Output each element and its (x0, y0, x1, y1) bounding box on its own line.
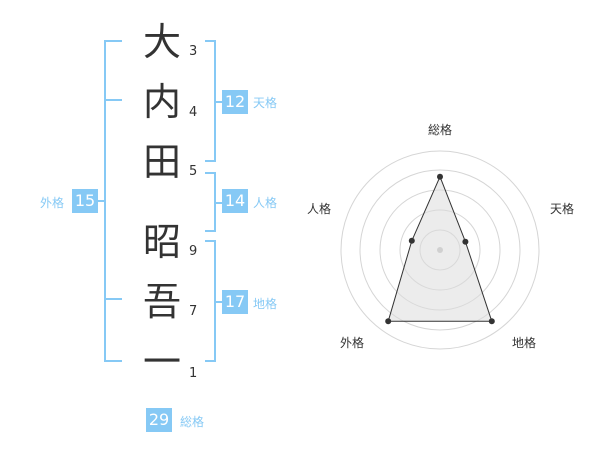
gaikaku-value-badge: 15 (72, 189, 98, 213)
stroke-count-4: 9 (189, 244, 198, 259)
radar-point-jinkaku (408, 237, 415, 244)
kanji-char-3: 田 (142, 140, 181, 184)
jinkaku-bracket-tick (216, 202, 222, 204)
kanji-char-6: 一 (142, 340, 181, 384)
radar-center-dot (437, 247, 443, 253)
radar-ring-4 (359, 169, 521, 331)
gaikaku-bracket (104, 40, 122, 362)
radar-point-chikaku (488, 318, 495, 325)
tenkaku-value-badge: 12 (222, 90, 248, 114)
chikaku-label: 地格 (253, 297, 278, 311)
stroke-count-5: 7 (189, 304, 198, 319)
tenkaku-bracket-tick (216, 101, 222, 103)
kanji-char-5: 吾 (142, 280, 181, 324)
radar-label-chikaku: 地格 (512, 335, 536, 350)
radar-label-tenkaku: 天格 (550, 201, 574, 216)
stroke-count-2: 4 (189, 105, 198, 120)
chikaku-bracket (205, 240, 216, 362)
stroke-count-1: 3 (189, 44, 198, 59)
gaikaku-bracket-outer-tick (98, 200, 104, 202)
chikaku-value-badge: 17 (222, 290, 248, 314)
tenkaku-label: 天格 (253, 96, 278, 110)
chikaku-bracket-tick (216, 301, 222, 303)
gaikaku-bracket-tick-upper (104, 99, 122, 101)
radar-point-gaikaku (385, 318, 392, 325)
gaikaku-label: 外格 (40, 196, 65, 210)
stroke-count-6: 1 (189, 366, 198, 381)
radar-point-soukaku (437, 173, 443, 180)
kanji-char-2: 内 (142, 80, 181, 124)
radar-label-soukaku: 総格 (428, 122, 452, 137)
gaikaku-bracket-tick-lower (104, 298, 122, 300)
radar-label-gaikaku: 外格 (340, 335, 364, 350)
jinkaku-value-badge: 14 (222, 189, 248, 213)
kanji-char-4: 昭 (142, 220, 181, 264)
stroke-count-3: 5 (189, 164, 198, 179)
tenkaku-bracket (205, 40, 216, 162)
radar-label-jinkaku: 人格 (307, 201, 331, 216)
soukaku-label: 総格 (180, 415, 205, 429)
soukaku-value-badge: 29 (146, 408, 172, 432)
radar-point-tenkaku (462, 238, 469, 245)
jinkaku-bracket (205, 172, 216, 232)
jinkaku-label: 人格 (253, 196, 278, 210)
kanji-char-1: 大 (142, 20, 181, 64)
radar-ring-5 (340, 150, 540, 350)
